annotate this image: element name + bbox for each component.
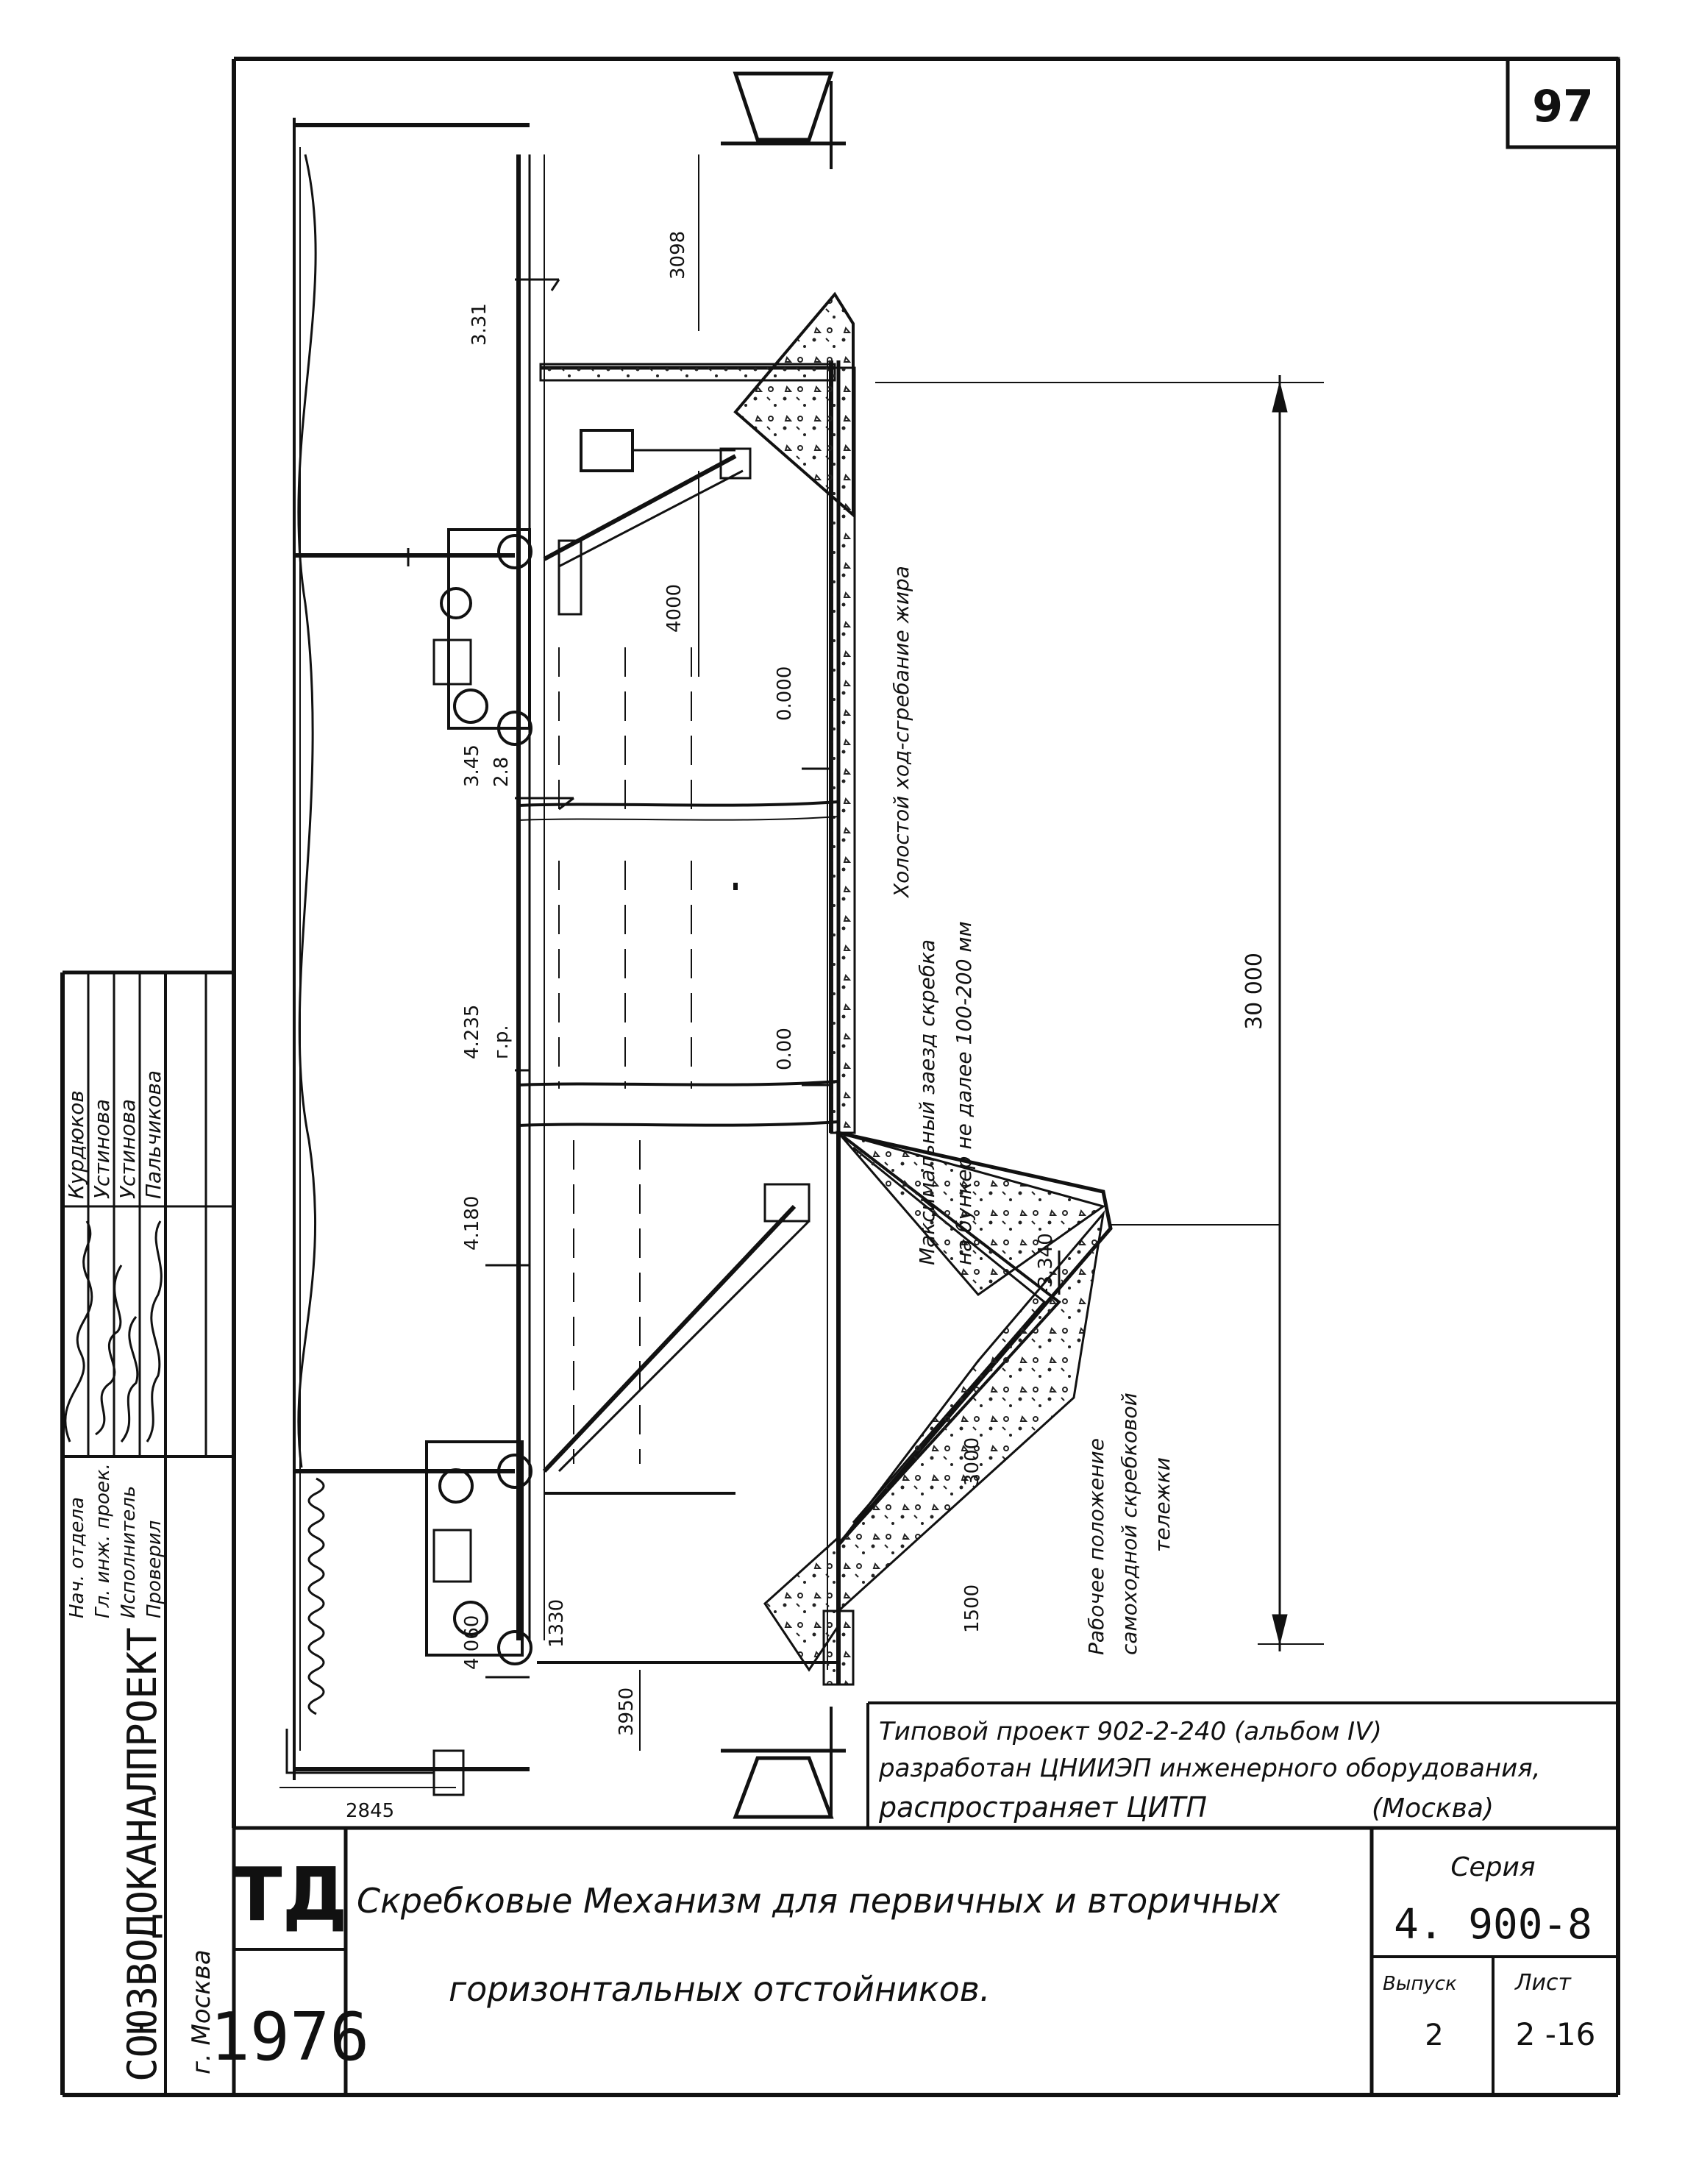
left-stamp xyxy=(63,972,234,2095)
dim-2845: 2845 xyxy=(346,1800,394,1822)
dim-1500: 1500 xyxy=(961,1584,983,1633)
dim-345: 3.45 xyxy=(461,744,483,787)
dim-3000: 3000 xyxy=(961,1437,983,1486)
issue-label: Выпуск xyxy=(1383,1973,1457,1995)
page-number-box: 97 xyxy=(1506,57,1620,149)
dimension-labels: 3098 3.31 4000 0.000 3.45 2.8 4.235 г.р.… xyxy=(346,231,1267,1822)
annotation-idle-stroke: Холостой ход-сгребание жира xyxy=(889,566,913,899)
dim-4000: 4000 xyxy=(663,584,685,633)
project-note-line1: Типовой проект 902-2-240 (альбом IV) xyxy=(879,1717,1382,1746)
handwritten-signatures xyxy=(64,1220,163,1443)
sheet-label: Лист xyxy=(1514,1970,1572,1996)
annotation-working-pos-1: Рабочее положение xyxy=(1084,1438,1108,1655)
dim-30000: 30 000 xyxy=(1242,953,1267,1030)
page-number: 97 xyxy=(1532,81,1594,132)
signature-roles: Нач. отдела Гл. инж. проек. Исполнитель … xyxy=(66,1463,165,1618)
series-label: Серия xyxy=(1450,1852,1535,1882)
sig-name-0: Курдюков xyxy=(64,1090,88,1199)
dim-m3340: -3.340 xyxy=(1035,1233,1057,1295)
dim-4235: 4.235 xyxy=(461,1005,483,1059)
dim-gr: г.р. xyxy=(491,1025,513,1059)
dim-0000: 0.000 xyxy=(774,666,796,721)
series-value: 4. 900-8 xyxy=(1394,1901,1592,1949)
issue-value: 2 xyxy=(1425,2018,1443,2052)
project-note: Типовой проект 902-2-240 (альбом IV) раз… xyxy=(866,1701,1618,1828)
title-line1: Скребковые Механизм для первичных и втор… xyxy=(357,1881,1280,1921)
sig-name-3: Пальчикова xyxy=(141,1070,165,1199)
sheet-value: 2 -16 xyxy=(1516,2016,1596,2052)
sig-name-1: Устинова xyxy=(90,1099,114,1199)
dim-3950: 3950 xyxy=(616,1687,638,1736)
td-mark: ТД xyxy=(232,1852,347,1938)
annotation-max-entry-1: Максимальный заезд скребка xyxy=(915,939,939,1265)
annotation-max-entry-2: на бункер не далее 100-200 мм xyxy=(952,921,976,1265)
annotation-working-pos-3: тележки xyxy=(1150,1457,1175,1552)
dim-28: 2.8 xyxy=(491,757,513,787)
sig-name-2: Устинова xyxy=(115,1099,140,1199)
sig-role-1: Гл. инж. проек. xyxy=(92,1463,114,1618)
drawing-annotations: Холостой ход-сгребание жира Максимальный… xyxy=(889,566,1175,1655)
org-city: г. Москва xyxy=(187,1949,216,2074)
project-note-line3a: распространяет ЦИТП xyxy=(878,1791,1207,1824)
title-block xyxy=(234,1826,1618,2095)
dim-000: 0.00 xyxy=(774,1028,796,1070)
settling-tank-section xyxy=(279,71,1324,1819)
sig-role-0: Нач. отдела xyxy=(66,1497,88,1618)
dim-1330: 1330 xyxy=(546,1599,568,1648)
project-note-line3b: (Москва) xyxy=(1372,1793,1494,1824)
dim-4180: 4.180 xyxy=(461,1196,483,1251)
sheet-frame xyxy=(60,57,1620,2097)
sig-role-3: Проверил xyxy=(143,1520,165,1618)
org-name: СОЮЗВОДОКАНАЛПРОЕКТ xyxy=(119,1627,165,2082)
signature-names: Курдюков Устинова Устинова Пальчикова xyxy=(64,1070,165,1199)
year: 1976 xyxy=(210,1999,370,2076)
annotation-working-pos-2: самоходной скребковой xyxy=(1117,1392,1141,1655)
project-note-line2: разработан ЦНИИЭП инженерного оборудован… xyxy=(878,1754,1540,1783)
sig-role-2: Исполнитель xyxy=(118,1486,140,1618)
title-line2: горизонтальных отстойников. xyxy=(449,1969,991,2009)
dim-3098: 3098 xyxy=(667,231,689,280)
dim-331: 3.31 xyxy=(469,303,491,346)
dim-4060: 4.060 xyxy=(461,1615,483,1670)
